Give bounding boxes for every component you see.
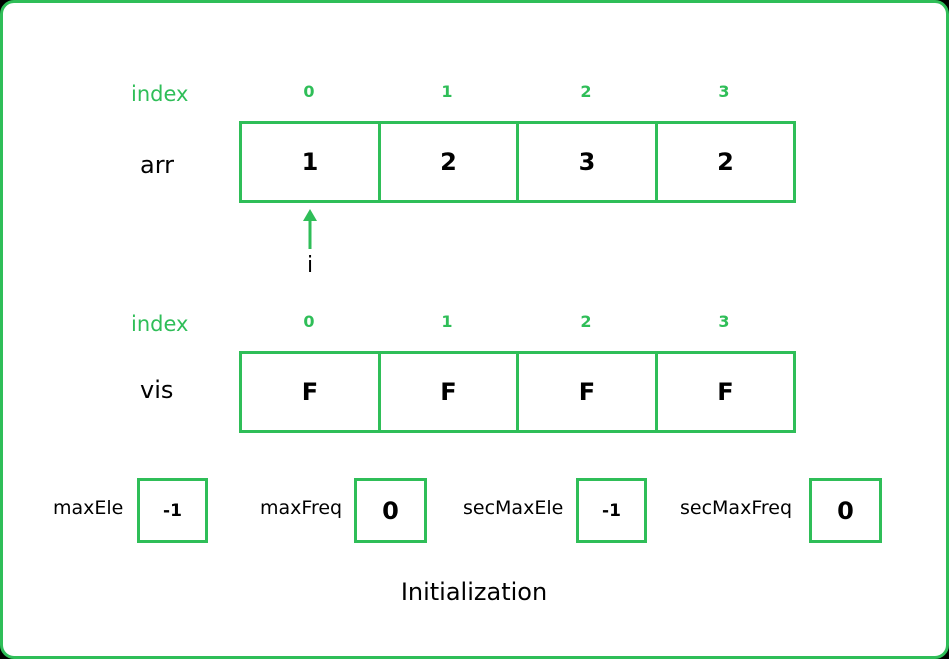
vis-index-0: 0	[303, 312, 315, 331]
max-ele-box: -1	[137, 478, 208, 543]
sec-max-ele-box: -1	[576, 478, 647, 543]
vis-cell-1: F	[378, 351, 519, 433]
arr-index-label: index	[131, 82, 189, 106]
vis-row-label: vis	[140, 376, 174, 404]
max-freq-label: maxFreq	[260, 497, 343, 519]
arr-row-label: arr	[140, 151, 175, 179]
vis-index-label: index	[131, 312, 189, 336]
max-ele-label: maxEle	[53, 497, 124, 519]
arr-index-2: 2	[580, 82, 592, 101]
arr-cell-2: 3	[516, 121, 658, 203]
arr-index-1: 1	[441, 82, 453, 101]
arr-cell-3: 2	[655, 121, 796, 203]
arr-cell-0: 1	[239, 121, 381, 203]
vis-cell-0: F	[239, 351, 381, 433]
caption: Initialization	[400, 578, 548, 606]
max-freq-box: 0	[354, 478, 427, 543]
pointer-label: i	[306, 253, 314, 278]
arr-cell-1: 2	[378, 121, 519, 203]
vis-cell-3: F	[655, 351, 796, 433]
arr-index-0: 0	[303, 82, 315, 101]
vis-index-1: 1	[441, 312, 453, 331]
vis-index-3: 3	[718, 312, 730, 331]
sec-max-freq-box: 0	[809, 478, 882, 543]
sec-max-freq-label: secMaxFreq	[680, 497, 793, 519]
vis-index-2: 2	[580, 312, 592, 331]
arr-index-3: 3	[718, 82, 730, 101]
vis-cell-2: F	[516, 351, 658, 433]
sec-max-ele-label: secMaxEle	[463, 497, 564, 519]
pointer-arrow-icon	[303, 209, 317, 249]
